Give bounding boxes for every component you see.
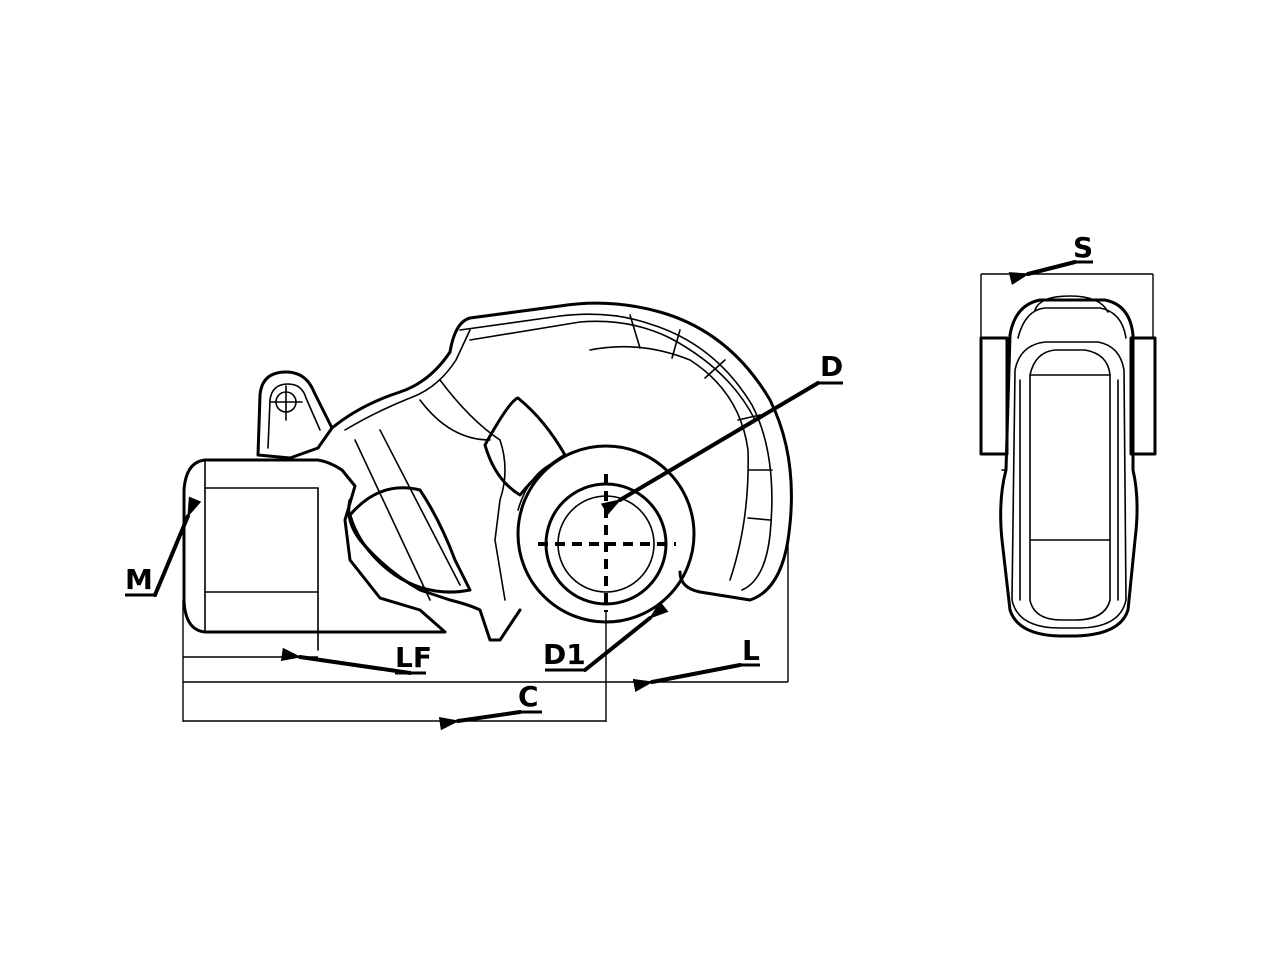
jaw-cavity <box>348 486 472 594</box>
top-lug <box>256 370 334 460</box>
label-l: L <box>742 634 760 667</box>
label-s: S <box>1073 231 1093 264</box>
hook-neck <box>330 301 793 602</box>
label-d: D <box>820 350 843 383</box>
dimensions-side-view: LF L C D1 D M <box>125 350 843 731</box>
hook-jaw <box>347 498 522 642</box>
front-left-ear <box>979 336 1009 456</box>
latch-tongue <box>483 396 567 497</box>
hook-throat-edge <box>589 345 749 581</box>
label-lf: LF <box>395 641 432 674</box>
m-leader <box>153 496 202 597</box>
hook-rib-lines <box>629 314 773 521</box>
front-inner-face <box>1029 349 1111 621</box>
neck-inner-edge-1 <box>344 329 471 431</box>
lf-leader <box>280 647 412 675</box>
hook-inner-edge-1 <box>459 313 773 591</box>
label-c: C <box>518 680 539 713</box>
body-ridge-center <box>439 379 506 601</box>
l-leader <box>632 663 742 693</box>
d-leader <box>600 381 820 516</box>
hook-side-view <box>182 301 793 651</box>
pin-boss-shoulder <box>517 459 561 511</box>
front-top-cap <box>1034 295 1109 313</box>
d1-leader <box>583 601 669 672</box>
hook-inner-edge-2 <box>469 320 756 421</box>
c-leader <box>438 710 522 731</box>
hook-shank <box>182 458 447 634</box>
s-leader <box>1008 260 1077 285</box>
lug-inner-edge <box>267 383 321 449</box>
label-m: M <box>125 563 153 596</box>
body-ridges <box>354 399 491 601</box>
front-top-edge <box>1017 307 1127 339</box>
front-inner-outline <box>1011 341 1127 629</box>
front-body-outline <box>999 298 1139 638</box>
front-right-ear <box>1129 336 1157 456</box>
hook-front-view: S <box>979 231 1157 638</box>
label-d1: D1 <box>543 638 586 671</box>
